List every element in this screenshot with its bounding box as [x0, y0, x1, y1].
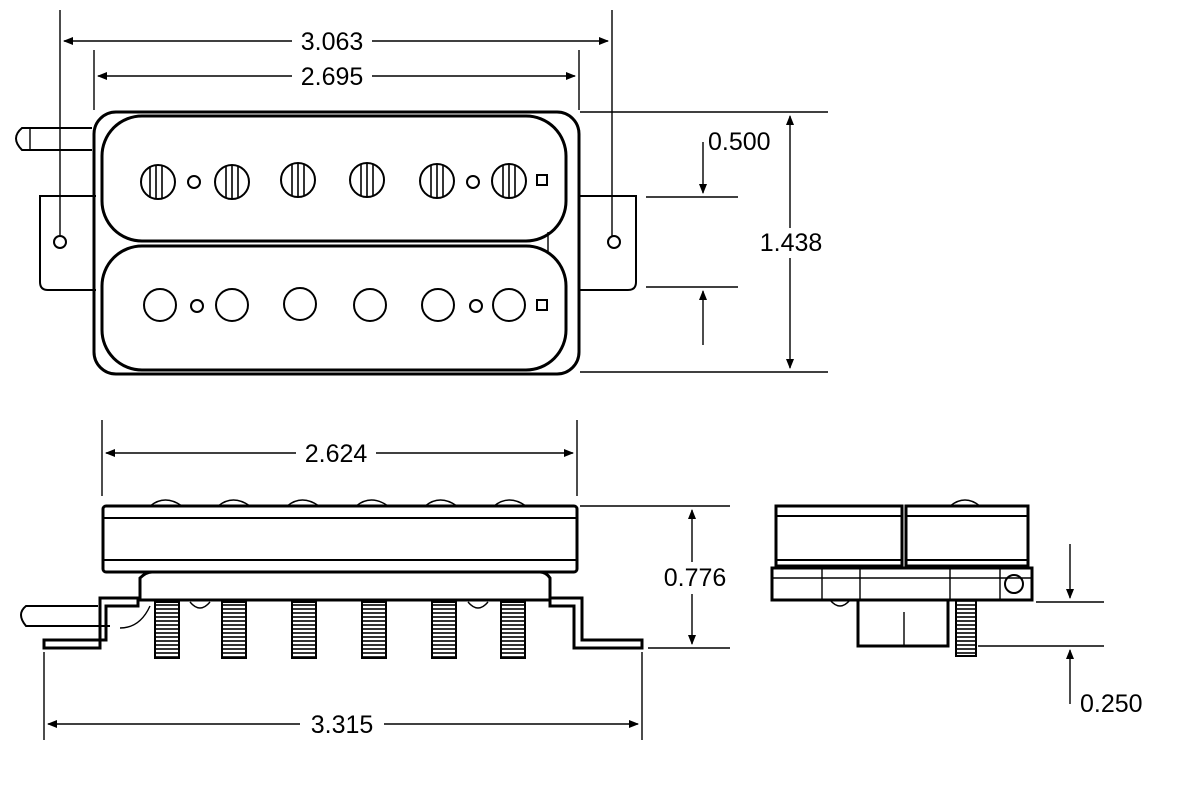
dim-label-cover-length: 2.695	[301, 63, 364, 91]
end-wire-circle	[1004, 574, 1024, 594]
side-wire-leads	[20, 605, 151, 629]
dim-coil-spacing: 0.500	[699, 128, 771, 345]
end-view: 0.250	[770, 499, 1143, 718]
top-view: 3.063 2.695 0.500 1.438	[15, 10, 828, 376]
top-coil-lower	[100, 244, 568, 372]
top-mounting-ear-left	[39, 195, 96, 291]
end-threaded-screw	[955, 599, 977, 657]
dim-overall-length: 3.063	[63, 26, 609, 56]
dim-label-coil-spacing: 0.500	[708, 128, 771, 156]
side-view: 2.624	[20, 420, 730, 740]
top-coil-upper	[100, 114, 568, 243]
top-slug-poles	[143, 287, 548, 322]
end-base-plate	[770, 566, 1034, 602]
top-base-plate	[92, 110, 581, 376]
end-magnet-block	[856, 598, 950, 648]
dim-side-cover-length: 2.624	[105, 438, 574, 468]
dim-pole-extension: 0.250	[1066, 544, 1143, 718]
side-coil-body	[101, 504, 579, 574]
dim-base-length: 3.315	[47, 709, 639, 739]
dim-height: 0.776	[660, 509, 730, 645]
side-base-plate	[138, 570, 552, 602]
dim-cover-length: 2.695	[97, 61, 576, 91]
dim-label-overall-length: 3.063	[301, 28, 364, 56]
side-mounting-flange	[42, 596, 140, 650]
top-screw-poles	[140, 162, 548, 200]
side-threaded-screws	[154, 601, 526, 659]
top-mounting-ear-right	[580, 195, 637, 291]
dim-label-side-cover-length: 2.624	[305, 440, 368, 468]
side-pole-tops	[149, 499, 527, 507]
dim-overall-width: 1.438	[758, 115, 824, 369]
dim-label-overall-width: 1.438	[760, 229, 823, 257]
dim-label-base-length: 3.315	[311, 711, 374, 739]
top-wire-leads	[15, 127, 92, 151]
dim-label-pole-extension: 0.250	[1080, 690, 1143, 718]
small-pole-dot	[187, 175, 201, 189]
dim-label-height: 0.776	[664, 564, 727, 592]
end-coil-left	[774, 504, 904, 568]
end-coil-right	[904, 504, 1030, 568]
